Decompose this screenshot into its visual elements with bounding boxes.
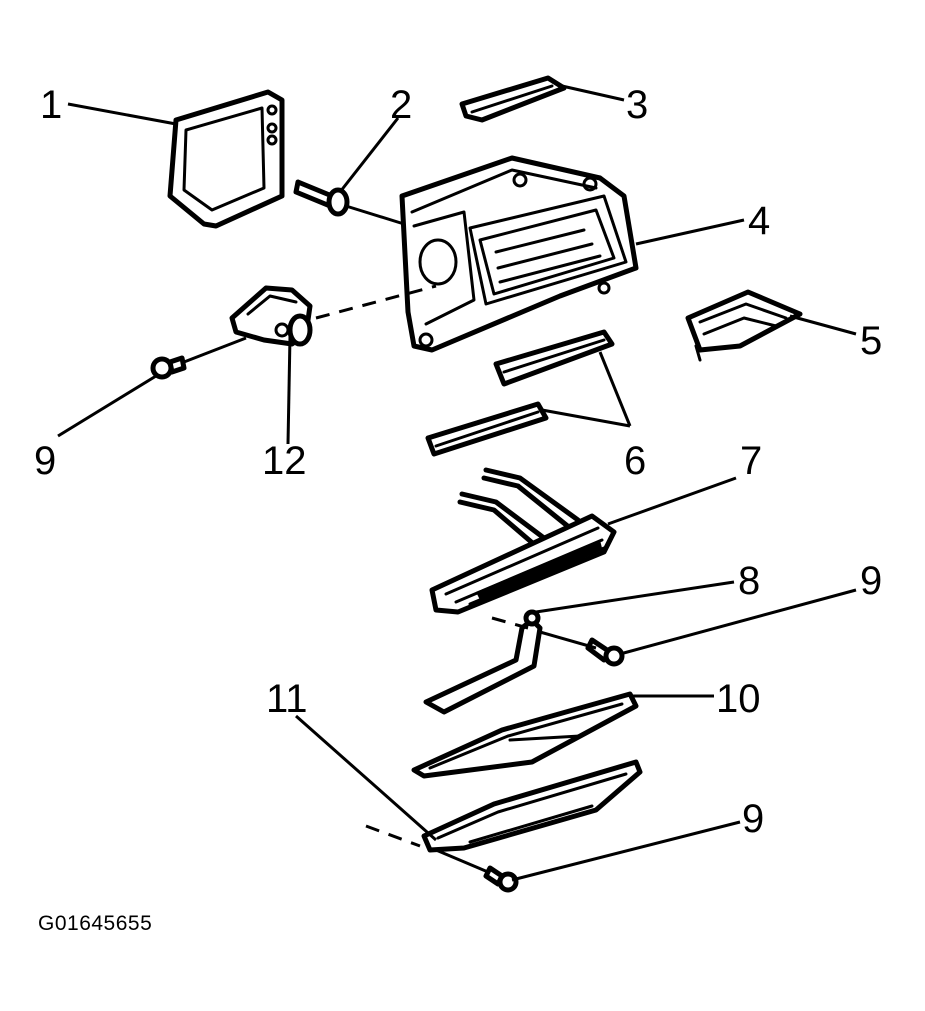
callout-9-lower: 9 — [742, 797, 764, 841]
leader-9-up — [57, 374, 157, 438]
leader-9-mid-b — [539, 630, 597, 650]
leader-6a — [598, 351, 632, 427]
callout-1: 1 — [40, 83, 62, 127]
leader-12 — [286, 335, 292, 445]
callout-10: 10 — [716, 677, 761, 721]
leader-2b — [345, 204, 405, 226]
leader-9-mid — [619, 588, 857, 656]
part-1-cover-plate — [167, 89, 285, 229]
part-9-screw-upper — [150, 355, 187, 380]
callout-6: 6 — [624, 439, 646, 483]
figure-code: G01645655 — [38, 912, 153, 935]
callout-9-middle: 9 — [860, 559, 882, 603]
leader-3 — [561, 84, 625, 102]
leader-5 — [789, 314, 857, 336]
leader-9-up-b — [183, 336, 247, 364]
leader-6b — [541, 408, 631, 428]
callout-11: 11 — [266, 677, 308, 721]
callout-12: 12 — [262, 439, 307, 483]
leader-2 — [338, 117, 400, 193]
part-10-lower-cover — [411, 691, 639, 779]
part-2-screw — [293, 179, 350, 217]
callout-9-upper: 9 — [34, 439, 56, 483]
callout-2: 2 — [390, 83, 412, 127]
part-9-screw-middle — [585, 637, 625, 667]
alignment-line-bottom — [365, 824, 421, 848]
part-6-seals — [425, 329, 615, 457]
part-9-screw-lower — [483, 865, 519, 893]
leader-7 — [607, 476, 737, 526]
part-12-actuator — [229, 285, 313, 347]
leader-11 — [295, 714, 437, 842]
callout-4: 4 — [748, 199, 770, 243]
leader-9-low — [511, 820, 741, 882]
leader-8 — [535, 580, 735, 614]
callout-7: 7 — [740, 439, 762, 483]
leader-1 — [67, 102, 177, 126]
alignment-line-actuator — [315, 284, 437, 320]
leader-4 — [635, 218, 745, 246]
callout-8: 8 — [738, 559, 760, 603]
leader-9-low-b — [435, 848, 489, 874]
part-5-clip — [685, 289, 803, 362]
alignment-line-bracket — [491, 616, 529, 630]
callout-5: 5 — [860, 319, 882, 363]
part-4-heater-case — [399, 155, 639, 353]
callout-3: 3 — [626, 83, 648, 127]
part-8-bracket — [423, 609, 543, 715]
part-3-seal-strip — [459, 75, 567, 123]
part-11-bottom-cover — [421, 759, 643, 853]
part-7-heater-core — [429, 467, 617, 615]
